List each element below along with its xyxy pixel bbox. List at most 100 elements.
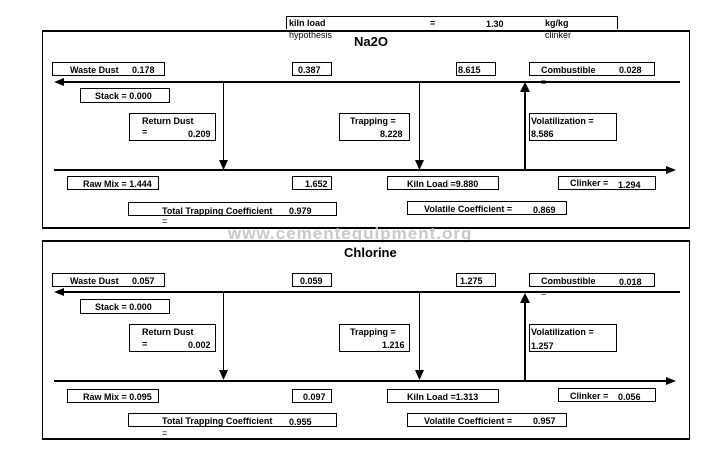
chlorine-waste-dust-value: 0.057 — [132, 276, 155, 286]
na2o-waste-dust-label: Waste Dust — [70, 65, 119, 75]
chlorine-return-dust-label: Return Dust — [142, 327, 194, 337]
header-value: 1.30 — [486, 19, 504, 29]
na2o-title: Na2O — [354, 34, 388, 49]
na2o-ttc-box — [128, 202, 337, 216]
chlorine-ttc-label: Total Trapping Coefficient — [162, 416, 273, 426]
header-unit-line2: clinker — [545, 30, 572, 40]
chlorine-volatilization-label: Volatilization = — [531, 327, 594, 337]
na2o-ttc-equals: = — [162, 216, 168, 226]
na2o-top-mid1-value: 0.387 — [298, 65, 321, 75]
na2o-right-arrowhead — [666, 166, 676, 174]
na2o-clinker-label: Clinker = — [570, 178, 609, 188]
chlorine-bottom-mid-box — [292, 389, 332, 403]
chlorine-raw-mix-box — [67, 389, 159, 403]
chlorine-volatilization-value: 1.257 — [531, 341, 554, 351]
na2o-vc-value: 0.869 — [533, 205, 556, 215]
header-label-line1: kiln load — [289, 18, 326, 28]
chlorine-trapping-value: 1.216 — [382, 340, 405, 350]
na2o-trapping-box — [339, 113, 410, 141]
na2o-bottom-mid-value: 1.652 — [305, 179, 328, 189]
chlorine-top-flow-line — [60, 291, 680, 293]
chlorine-combustible-value: 0.018 — [619, 277, 642, 287]
na2o-up-arrowhead — [520, 82, 530, 92]
chlorine-down-arrowhead-1 — [219, 370, 228, 380]
chlorine-waste-dust-box — [52, 273, 165, 287]
na2o-ttc-label: Total Trapping Coefficient — [162, 206, 273, 216]
chlorine-bottom-flow-line — [54, 380, 668, 382]
na2o-bottom-flow-line — [54, 169, 668, 171]
chlorine-trapping-box — [339, 324, 410, 352]
na2o-left-arrowhead — [54, 78, 64, 86]
watermark-text: www.cementequipment.org — [228, 224, 473, 243]
chlorine-combustible-label: Combustible — [541, 276, 596, 286]
na2o-return-dust-box — [129, 113, 216, 141]
na2o-raw-mix-label: Raw Mix = 1.444 — [83, 179, 152, 189]
na2o-kiln-load-label: Kiln Load =9.880 — [407, 179, 479, 189]
na2o-down-line-2 — [419, 82, 420, 162]
na2o-stack-label: Stack = 0.000 — [95, 91, 152, 101]
chlorine-top-mid2-box — [456, 273, 496, 287]
na2o-stack-box — [80, 88, 170, 103]
chlorine-stack-box — [80, 299, 170, 314]
chlorine-clinker-label: Clinker = — [570, 391, 609, 401]
chlorine-return-dust-value: 0.002 — [188, 340, 211, 350]
chlorine-title: Chlorine — [344, 245, 397, 260]
chlorine-down-line-2 — [419, 292, 420, 372]
chlorine-combustible-box — [529, 273, 655, 287]
chlorine-stack-label: Stack = 0.000 — [95, 302, 152, 312]
na2o-vc-box — [407, 201, 567, 215]
na2o-up-line — [524, 90, 526, 170]
na2o-waste-dust-box — [52, 62, 165, 76]
chlorine-return-dust-box — [129, 324, 216, 352]
chlorine-trapping-label: Trapping = — [350, 327, 396, 337]
na2o-return-dust-value: 0.209 — [188, 129, 211, 139]
chlorine-up-arrowhead — [520, 293, 530, 303]
na2o-down-arrowhead-2 — [415, 160, 424, 170]
na2o-combustible-label: Combustible — [541, 65, 596, 75]
na2o-top-mid1-box — [292, 62, 332, 76]
chlorine-ttc-value: 0.955 — [289, 417, 312, 427]
na2o-bottom-mid-box — [292, 176, 332, 190]
chlorine-combustible-equals: = — [541, 288, 547, 298]
na2o-top-mid2-box — [456, 62, 496, 76]
na2o-waste-dust-value: 0.178 — [132, 65, 155, 75]
chlorine-clinker-value: 0.056 — [618, 392, 641, 402]
chlorine-return-dust-equals: = — [142, 339, 148, 349]
header-label-line2: hypothesis — [289, 30, 333, 40]
chlorine-vc-value: 0.957 — [533, 416, 556, 426]
na2o-down-line-1 — [223, 82, 224, 162]
na2o-raw-mix-box — [67, 176, 159, 190]
na2o-ttc-value: 0.979 — [289, 206, 312, 216]
na2o-combustible-value: 0.028 — [619, 65, 642, 75]
chlorine-down-line-1 — [223, 292, 224, 372]
na2o-panel — [42, 30, 690, 229]
na2o-down-arrowhead-1 — [219, 160, 228, 170]
na2o-combustible-box — [529, 62, 655, 76]
na2o-trapping-label: Trapping = — [350, 116, 396, 126]
na2o-top-flow-line — [60, 81, 680, 83]
na2o-kiln-load-box — [387, 176, 499, 190]
na2o-clinker-value: 1.294 — [618, 180, 641, 190]
chlorine-vc-box — [407, 413, 567, 427]
chlorine-left-arrowhead — [54, 288, 64, 296]
chlorine-ttc-equals: = — [162, 428, 168, 438]
chlorine-kiln-load-label: Kiln Load =1.313 — [407, 392, 479, 402]
chlorine-top-mid1-value: 0.059 — [300, 276, 323, 286]
chlorine-right-arrowhead — [666, 377, 676, 385]
na2o-vc-label: Volatile Coefficient = — [424, 204, 513, 214]
na2o-trapping-value: 8.228 — [380, 129, 403, 139]
chlorine-kiln-load-box — [387, 389, 499, 403]
chlorine-down-arrowhead-2 — [415, 370, 424, 380]
na2o-clinker-box — [558, 176, 656, 190]
na2o-return-dust-label: Return Dust — [142, 116, 194, 126]
kiln-load-hypothesis-box — [286, 16, 618, 29]
chlorine-panel — [42, 240, 690, 440]
chlorine-top-mid1-box — [292, 273, 332, 287]
chlorine-vc-label: Volatile Coefficient = — [424, 416, 513, 426]
header-equals: = — [430, 18, 436, 28]
chlorine-bottom-mid-value: 0.097 — [303, 392, 326, 402]
chlorine-volatilization-box — [529, 324, 617, 352]
na2o-top-mid2-value: 8.615 — [458, 65, 481, 75]
chlorine-ttc-box — [128, 413, 337, 427]
na2o-volatilization-label: Volatilization = — [531, 116, 594, 126]
